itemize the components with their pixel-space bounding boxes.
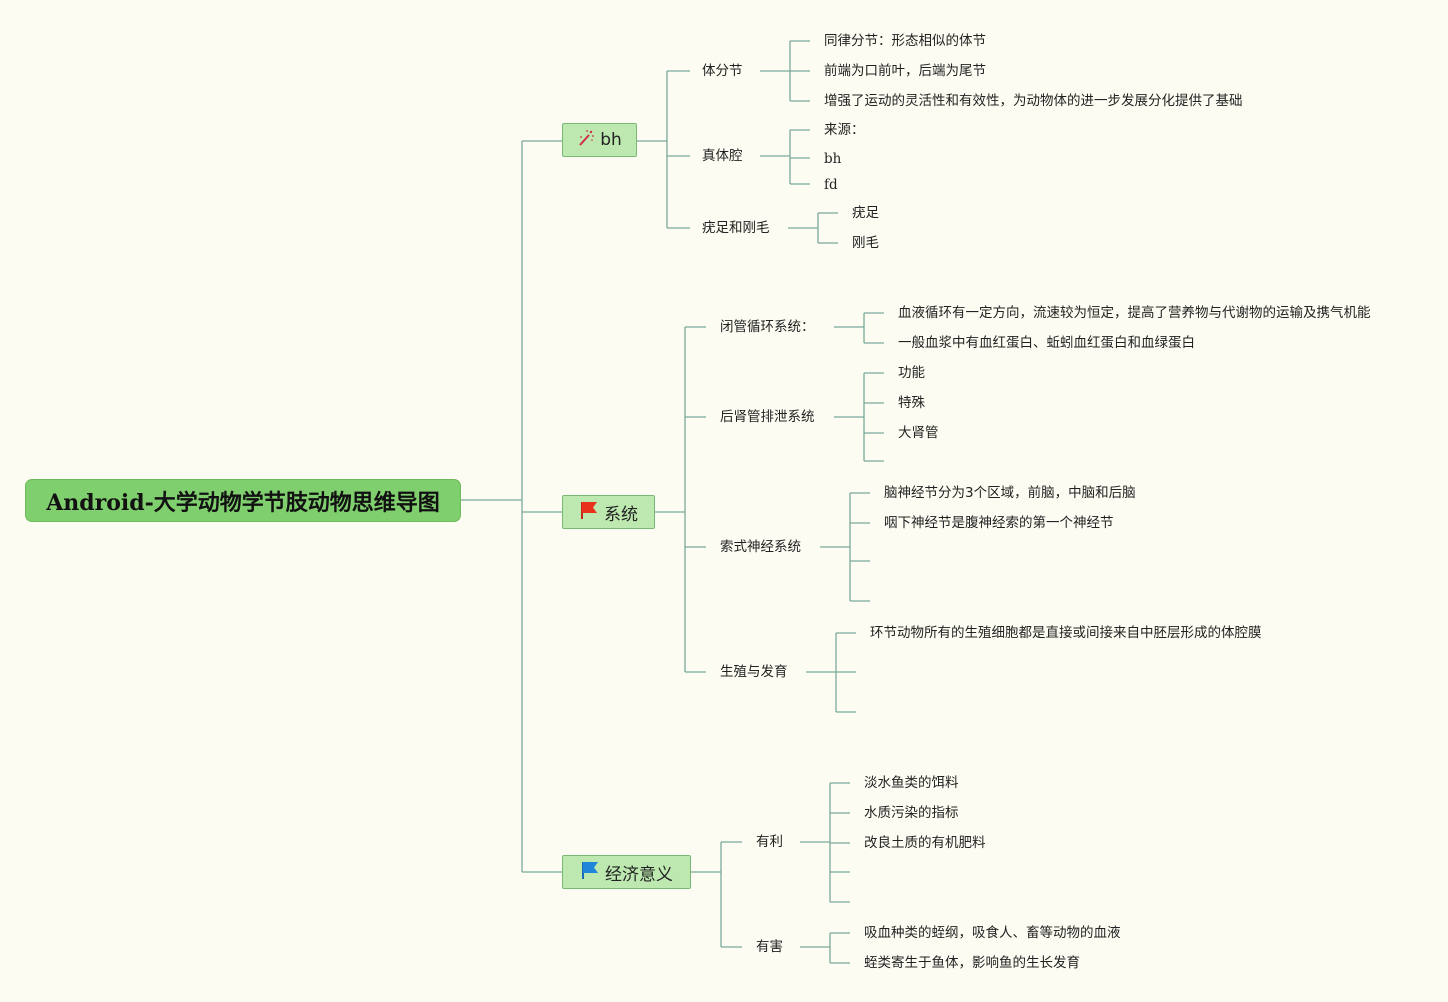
root-title: Android-大学动物学节肢动物思维导图 (46, 489, 440, 516)
node-shengzhi[interactable]: 生殖与发育 (720, 664, 788, 680)
leaf-xunhuan-2[interactable]: 一般血浆中有血红蛋白、蚯蚓血红蛋白和血绿蛋白 (898, 335, 1195, 351)
leaf-jizu-2[interactable]: 刚毛 (852, 235, 879, 251)
red-flag-icon (579, 500, 599, 525)
node-zhentiqiang[interactable]: 真体腔 (702, 148, 743, 164)
leaf-zhentiqiang-3[interactable]: fd (824, 177, 838, 193)
leaf-shengzhi-1[interactable]: 环节动物所有的生殖细胞都是直接或间接来自中胚层形成的体腔膜 (870, 625, 1262, 641)
leaf-xunhuan-1[interactable]: 血液循环有一定方向，流速较为恒定，提高了营养物与代谢物的运输及携气机能 (898, 305, 1371, 321)
magic-wand-icon (577, 129, 595, 152)
leaf-youhai-2[interactable]: 蛭类寄生于鱼体，影响鱼的生长发育 (864, 955, 1080, 971)
leaf-shenjing-2[interactable]: 咽下神经节是腹神经索的第一个神经节 (884, 515, 1114, 531)
leaf-zhentiqiang-1[interactable]: 来源： (824, 122, 865, 138)
root-topic[interactable]: Android-大学动物学节肢动物思维导图 (25, 479, 461, 522)
leaf-youhai-1[interactable]: 吸血种类的蛭纲，吸食人、畜等动物的血液 (864, 925, 1121, 941)
branch-bh-label: bh (600, 130, 622, 150)
node-tifenjie[interactable]: 体分节 (702, 63, 743, 79)
node-shenjing[interactable]: 索式神经系统 (720, 539, 801, 555)
node-paixie[interactable]: 后肾管排泄系统 (720, 409, 815, 425)
branch-bh[interactable]: bh (562, 123, 637, 157)
leaf-paixie-1[interactable]: 功能 (898, 365, 925, 381)
leaf-tifenjie-2[interactable]: 前端为口前叶，后端为尾节 (824, 63, 986, 79)
leaf-youli-2[interactable]: 水质污染的指标 (864, 805, 959, 821)
leaf-paixie-3[interactable]: 大肾管 (898, 425, 939, 441)
leaf-tifenjie-1[interactable]: 同律分节：形态相似的体节 (824, 33, 986, 49)
node-youhai[interactable]: 有害 (756, 939, 783, 955)
leaf-zhentiqiang-2[interactable]: bh (824, 151, 842, 167)
branch-jingji[interactable]: 经济意义 (562, 855, 691, 889)
leaf-youli-1[interactable]: 淡水鱼类的饵料 (864, 775, 959, 791)
node-youli[interactable]: 有利 (756, 834, 783, 850)
leaf-shenjing-1[interactable]: 脑神经节分为3个区域，前脑，中脑和后脑 (884, 485, 1136, 501)
leaf-jizu-1[interactable]: 疣足 (852, 205, 879, 221)
branch-jingji-label: 经济意义 (605, 864, 673, 885)
branch-xitong-label: 系统 (604, 504, 638, 525)
leaf-tifenjie-3[interactable]: 增强了运动的灵活性和有效性，为动物体的进一步发展分化提供了基础 (824, 93, 1243, 109)
leaf-paixie-2[interactable]: 特殊 (898, 395, 925, 411)
node-jizu[interactable]: 疣足和刚毛 (702, 220, 770, 236)
branch-xitong[interactable]: 系统 (562, 495, 655, 529)
blue-flag-icon (580, 860, 600, 885)
node-xunhuan[interactable]: 闭管循环系统： (720, 319, 815, 335)
leaf-youli-3[interactable]: 改良土质的有机肥料 (864, 835, 986, 851)
